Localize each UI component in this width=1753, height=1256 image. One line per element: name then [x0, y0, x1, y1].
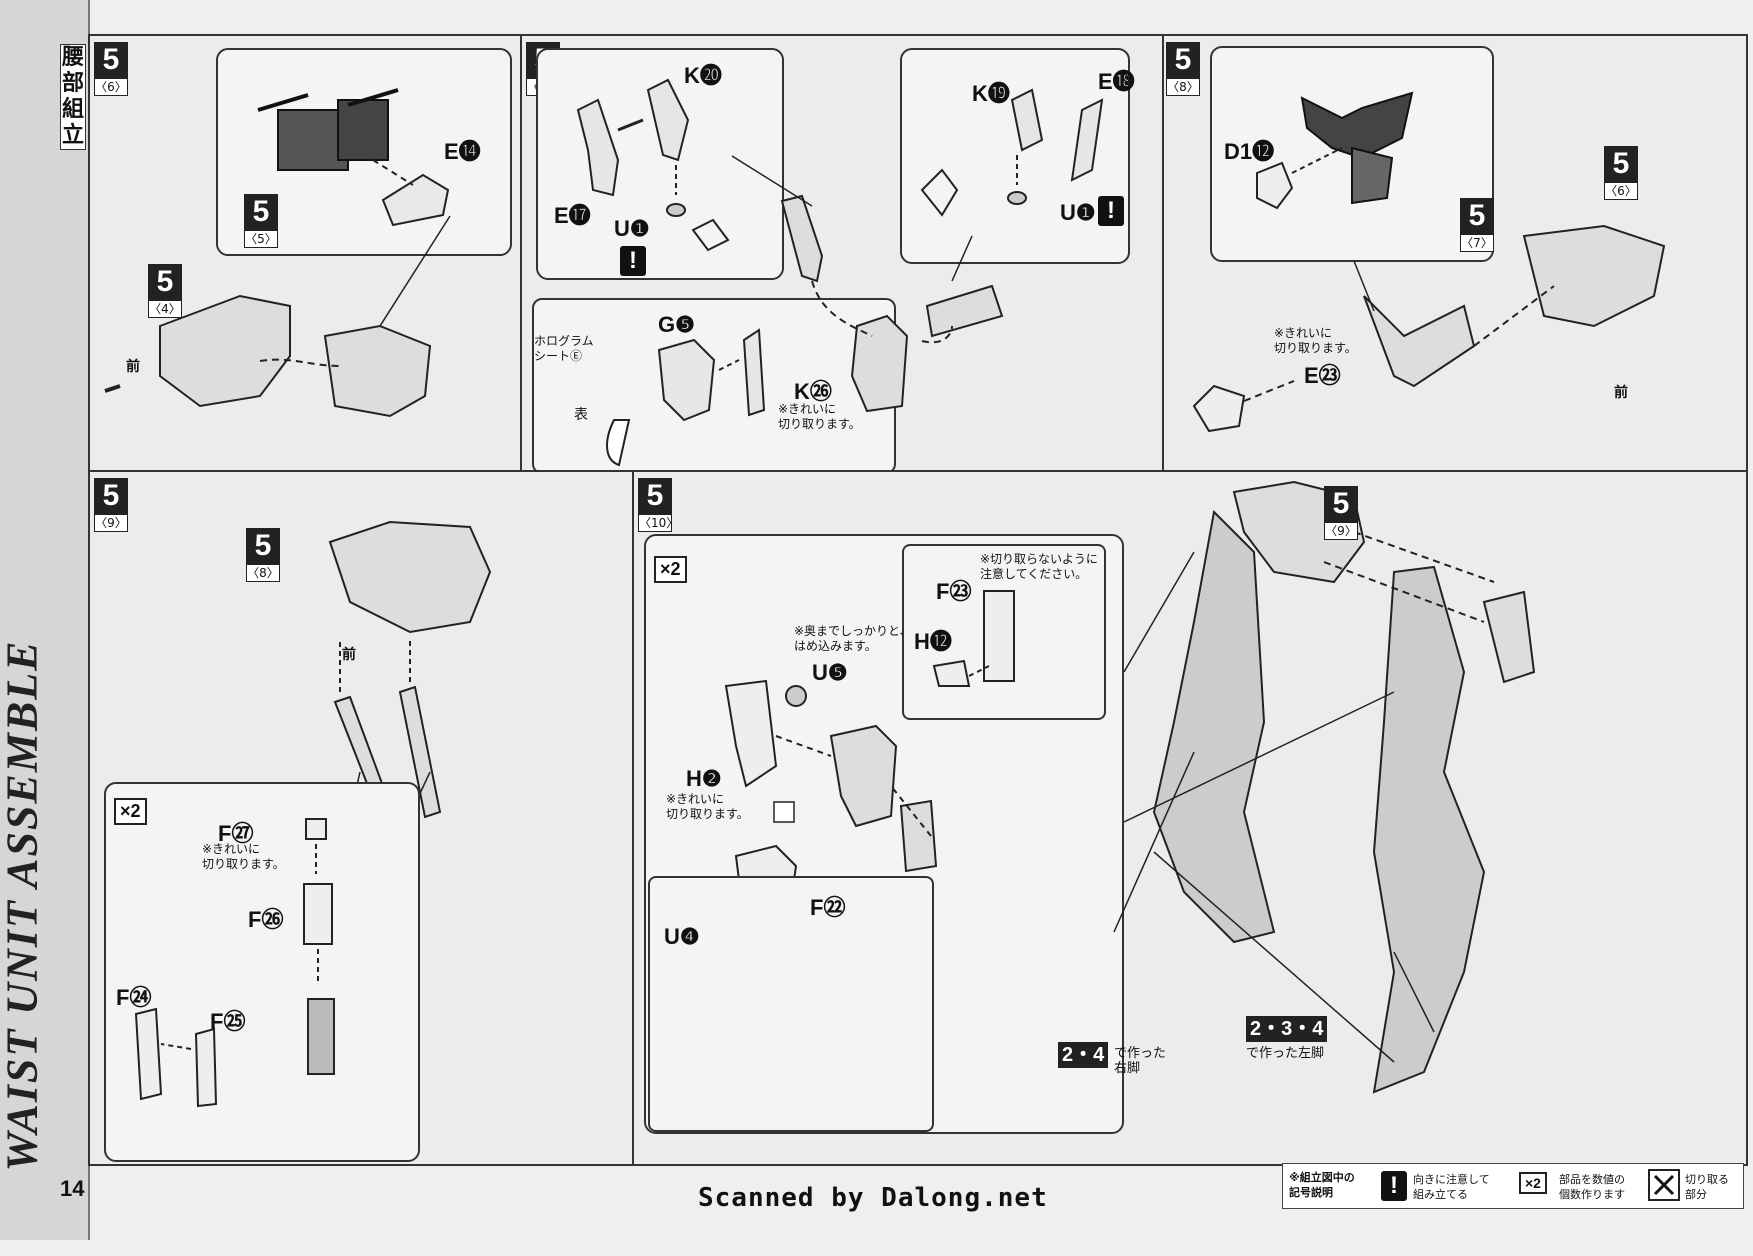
side-armor-illustration	[1256, 91, 1414, 210]
part-label: U❺	[812, 660, 848, 685]
sensor-part-illustration	[932, 590, 1015, 687]
step-number: 5〈9〉	[94, 478, 128, 532]
step-number: 5〈8〉	[1166, 42, 1200, 96]
section-title-en: WAIST UNIT ASSEMBLE	[0, 639, 47, 1172]
sidebar: 腰部組立 WAIST UNIT ASSEMBLE	[0, 0, 90, 1240]
part-label: F㉔	[116, 985, 152, 1010]
cut-part-icon	[1648, 1169, 1680, 1201]
front-label: 前	[342, 646, 356, 662]
ref-step: 5〈6〉	[1604, 146, 1638, 200]
part-label: H❷	[686, 766, 722, 791]
part-label: K⓴	[684, 63, 722, 88]
part-label: E⓱	[554, 203, 591, 228]
scan-credit: Scanned by Dalong.net	[698, 1183, 1048, 1213]
hologram-label: ホログラム シートⒺ	[534, 334, 594, 363]
cut-note: ※きれいに 切り取ります。	[1274, 326, 1357, 355]
detail-inset-lower: F㉒ U❹	[648, 876, 934, 1132]
cut-note: ※きれいに 切り取ります。	[202, 842, 285, 871]
orientation-warning-icon: !	[1381, 1171, 1407, 1201]
part-label: E⓲	[1098, 69, 1135, 94]
part-label: U❹	[664, 924, 700, 949]
step-panel-5-9: 5〈9〉 5〈8〉 前 ×2	[88, 470, 636, 1166]
fin-part-illustration	[920, 88, 1104, 217]
detail-inset: ×2 F㉗ ※きれいに 切り取ります。 F㉖ F㉔ F㉕	[104, 782, 420, 1162]
cut-note: ※きれいに 切り取ります。	[666, 792, 749, 821]
fin-part-illustration	[576, 78, 730, 252]
part-label: E⓮	[444, 139, 481, 164]
waist-armor-illustration	[257, 88, 450, 227]
part-label: F㉗	[218, 821, 254, 846]
waist-assembly-illustration	[731, 155, 1004, 413]
part-label: K⓳	[972, 81, 1010, 106]
detail-inset-bottom: G❺ K㉖ ※きれいに 切り取ります。 ホログラム シートⒺ 表	[532, 298, 896, 472]
detail-inset: D1⓬ 5〈7〉	[1210, 46, 1494, 262]
part-label: U❶	[614, 216, 650, 241]
front-label: 前	[126, 358, 140, 374]
part-label: K㉖	[794, 379, 832, 404]
ref-step: 5〈7〉	[1460, 198, 1494, 252]
step-panel-5-7: 5〈7〉 K⓴ E⓱ U❶ ! K⓳	[520, 34, 1166, 474]
step-number: 5〈10〉	[638, 478, 679, 532]
front-label: 前	[1614, 384, 1628, 400]
step-number: 5〈6〉	[94, 42, 128, 96]
ref-step: 5〈4〉	[148, 264, 182, 318]
section-title-jp: 腰部組立	[60, 44, 86, 150]
right-leg-ref: 2・4	[1058, 1042, 1109, 1068]
part-label: U❶	[1060, 200, 1096, 225]
step-panel-5-8: 5〈8〉 D1⓬ 5〈7〉 5〈6〉 ※きれいに 切り取ります。	[1162, 34, 1748, 474]
step-panel-5-6: 5〈6〉 E⓮ 5〈5〉 5〈4〉 前	[88, 34, 524, 474]
part-label: E㉓	[1304, 363, 1341, 388]
detail-inset-main: ×2 ※切り取らないように 注意してください。 F㉓ H⓬	[644, 534, 1124, 1134]
legend-cut-text: 切り取る 部分	[1685, 1173, 1729, 1201]
left-leg-text: で作った左脚	[1246, 1046, 1325, 1061]
quantity-badge: ×2	[654, 556, 687, 583]
detail-inset: E⓮ 5〈5〉	[216, 48, 512, 256]
right-leg-text: で作った 右脚	[1114, 1046, 1167, 1076]
part-label: H⓬	[914, 629, 952, 654]
part-label: F㉕	[210, 1009, 246, 1034]
waist-side-assembly-illustration	[1192, 224, 1666, 433]
symbol-legend: ※組立図中の 記号説明 ! 向きに注意して 組み立てる ×2 部品を数値の 個数…	[1282, 1163, 1744, 1209]
part-label: D1⓬	[1224, 139, 1275, 164]
detail-inset-right: K⓳ E⓲ U❶ !	[900, 48, 1135, 264]
left-leg-ref: 2・3・4	[1246, 1016, 1328, 1042]
detail-inset-sub: ※切り取らないように 注意してください。 F㉓ H⓬	[902, 544, 1106, 720]
quantity-badge: ×2	[114, 798, 147, 825]
detail-inset-left: K⓴ E⓱ U❶ !	[536, 48, 784, 280]
legs-assembly-illustration	[1113, 480, 1536, 1094]
no-cut-note: ※切り取らないように 注意してください。	[980, 552, 1098, 581]
ref-step: 5〈5〉	[244, 194, 278, 248]
page-number: 14	[60, 1176, 85, 1201]
part-label: F㉓	[936, 579, 972, 604]
ref-step: 5〈9〉	[1324, 486, 1358, 540]
part-label: F㉒	[810, 895, 846, 920]
hologram-part-illustration	[606, 328, 766, 467]
waist-base-illustration	[104, 215, 451, 418]
step-panel-5-10: 5〈10〉 ×2 ※切り取らないように 注意してください。 F㉓ H⓬	[632, 470, 1748, 1166]
cut-note: ※きれいに 切り取ります。	[778, 402, 861, 431]
orientation-warning-icon: !	[1098, 196, 1124, 226]
skirt-part-illustration	[134, 818, 335, 1108]
push-in-note: ※奥までしっかりと、 はめ込みます。	[794, 624, 912, 653]
legend-warn-text: 向きに注意して 組み立てる	[1413, 1173, 1490, 1201]
ref-step: 5〈8〉	[246, 528, 280, 582]
orientation-warning-icon: !	[620, 246, 646, 276]
part-label: F㉖	[248, 907, 284, 932]
legend-x2-text: 部品を数値の 個数作ります	[1559, 1173, 1625, 1201]
face-label: 表	[574, 407, 588, 423]
quantity-badge: ×2	[1519, 1172, 1547, 1194]
part-label: G❺	[658, 312, 695, 337]
legend-title: ※組立図中の 記号説明	[1289, 1171, 1355, 1199]
